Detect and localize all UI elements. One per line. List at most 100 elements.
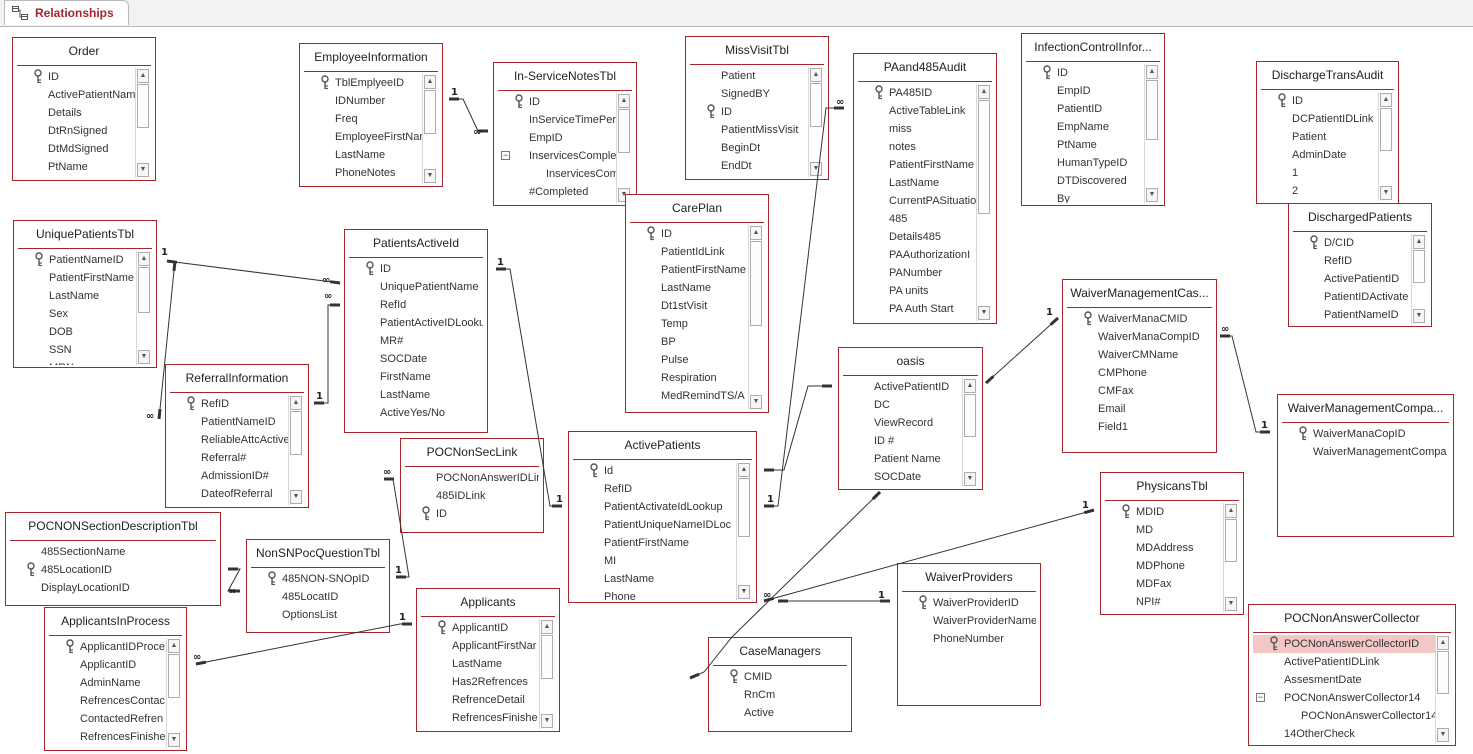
scroll-up-icon[interactable]: ▲ [290,396,302,410]
field-row[interactable]: ApplicantID [49,656,182,674]
field-row[interactable]: PatientNameID [1293,306,1427,324]
field-row[interactable]: 485NON-SNOpID [251,570,385,588]
field-row[interactable]: 485LocationID [10,561,216,579]
scroll-down-icon[interactable]: ▼ [1146,188,1158,202]
field-row[interactable]: ApplicantFirstNar [421,637,555,655]
field-row[interactable]: WaiverManaCompID [1067,328,1212,346]
scroll-down-icon[interactable]: ▼ [1225,597,1237,611]
field-row[interactable]: PatientIDActivate [1293,288,1427,306]
field-row[interactable]: LastName [630,279,764,297]
table-title[interactable]: WaiverManagementCompa... [1282,395,1449,423]
field-row[interactable]: Active [713,704,847,722]
field-row[interactable]: Respiration [630,369,764,387]
scroll-up-icon[interactable]: ▲ [810,68,822,82]
field-list-scrollbar[interactable]: ▲▼ [1144,64,1160,203]
field-row[interactable]: MR# [349,332,483,350]
table-title[interactable]: InfectionControlInfor... [1026,34,1160,62]
table-title[interactable]: POCNonAnswerCollector [1253,605,1451,633]
table-title[interactable]: DischargedPatients [1293,204,1427,232]
tab-relationships[interactable]: Relationships [4,0,129,25]
field-row[interactable]: D/CID [1293,234,1427,252]
field-row[interactable]: DOB [18,323,152,341]
field-list-scrollbar[interactable]: ▲▼ [748,225,764,410]
table-title[interactable]: UniquePatientsTbl [18,221,152,249]
scroll-up-icon[interactable]: ▲ [1413,235,1425,249]
field-list-scrollbar[interactable]: ▲▼ [736,462,752,600]
field-row[interactable]: RnCm [713,686,847,704]
field-row[interactable]: NPI# [1105,593,1239,611]
field-row[interactable]: ContactedRefren [49,710,182,728]
field-row[interactable]: 2 [1261,182,1394,200]
field-row[interactable]: Dt1stVisit [630,297,764,315]
scroll-up-icon[interactable]: ▲ [738,463,750,477]
table-title[interactable]: Applicants [421,589,555,617]
field-row[interactable]: RefrencesFinishe [49,728,182,746]
field-row[interactable]: PtName [17,158,151,176]
field-row[interactable]: LastName [18,287,152,305]
field-row[interactable]: TblEmplyeeID [304,74,438,92]
field-row[interactable]: By [1026,190,1160,203]
field-row[interactable]: PA Auth Start [858,300,992,318]
field-list-scrollbar[interactable]: ▲▼ [962,378,978,487]
scroll-up-icon[interactable]: ▲ [750,226,762,240]
scroll-up-icon[interactable]: ▲ [137,69,149,83]
field-row[interactable]: PatientFirstName [858,156,992,174]
table-title[interactable]: NonSNPocQuestionTbl [251,540,385,568]
field-row[interactable]: PatientMissVisit [690,121,824,139]
scroll-thumb[interactable] [290,411,302,455]
scroll-thumb[interactable] [1380,108,1392,151]
field-row[interactable]: CMID [713,668,847,686]
field-row[interactable]: SOCDate [843,468,978,486]
field-row[interactable]: ActiveTableLink [858,102,992,120]
field-row[interactable]: RefrencesContac [49,692,182,710]
field-list-scrollbar[interactable]: ▲▼ [616,93,632,203]
scroll-thumb[interactable] [1437,651,1449,694]
scroll-up-icon[interactable]: ▲ [1380,93,1392,107]
field-row[interactable]: POCNonAnswerCollectorID [1253,635,1451,653]
table-title[interactable]: ReferralInformation [170,365,304,393]
field-row[interactable]: BP [630,333,764,351]
field-row[interactable]: PtName [1026,136,1160,154]
field-row[interactable]: MD [1105,521,1239,539]
scroll-up-icon[interactable]: ▲ [978,85,990,99]
table-title[interactable]: CarePlan [630,195,764,223]
field-row[interactable]: 485LocatID [251,588,385,606]
field-row[interactable]: Patient Name [843,450,978,468]
field-row[interactable]: EmpName [1026,118,1160,136]
field-row[interactable]: EmployeeFirstNar [304,128,438,146]
scroll-up-icon[interactable]: ▲ [1146,65,1158,79]
field-row[interactable]: RefrencesFinishe [421,709,555,727]
scroll-down-icon[interactable]: ▼ [810,162,822,176]
field-row[interactable]: Details [17,104,151,122]
table-title[interactable]: oasis [843,348,978,376]
field-row[interactable]: AdminName [49,674,182,692]
field-row[interactable]: CMPhone [1067,364,1212,382]
field-row[interactable]: ActiveYes/No [349,404,483,422]
scroll-thumb[interactable] [424,90,436,134]
field-row[interactable]: PatientNameID [170,413,304,431]
field-row[interactable]: InServiceTimePeri [498,111,632,129]
field-row[interactable]: ID [17,68,151,86]
field-row[interactable]: MDID [1105,503,1239,521]
field-row[interactable]: SSN [18,341,152,359]
field-row[interactable]: ID [405,505,539,523]
field-row[interactable]: RefID [1293,252,1427,270]
field-row[interactable]: MedRemindTS/A [630,387,764,405]
field-row[interactable]: MRN [18,359,152,365]
